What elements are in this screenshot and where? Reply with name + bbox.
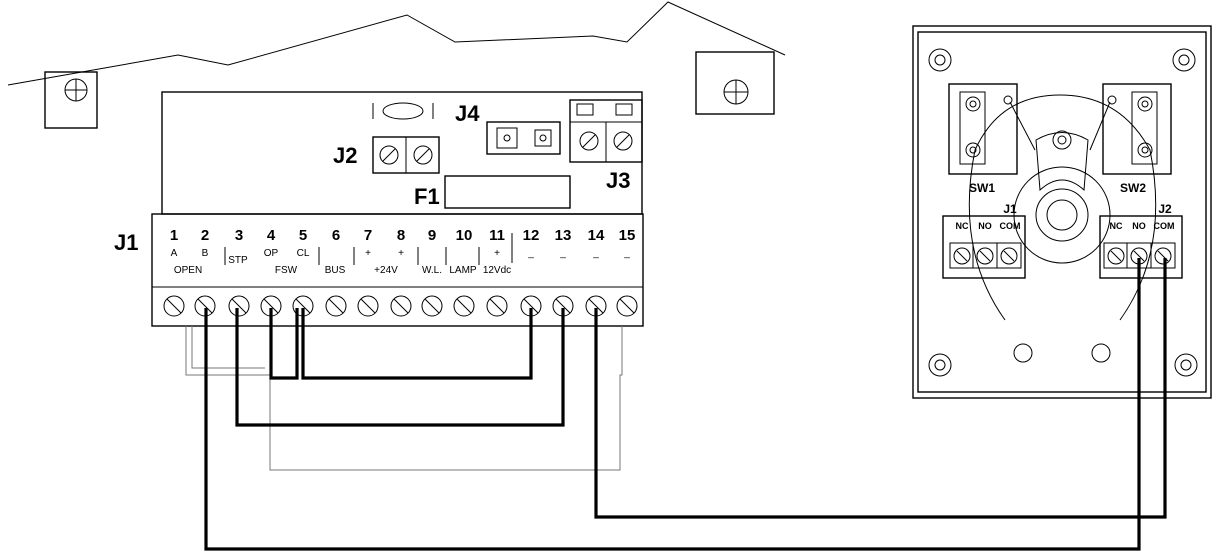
terminal-screw-icon: [163, 295, 185, 317]
terminal-number: 4: [267, 227, 276, 244]
terminal-number: 14: [588, 227, 605, 244]
terminal-screw-icon: [486, 295, 508, 317]
group-label-12vdc: 12Vdc: [483, 265, 511, 276]
wire-3-to-13: [235, 308, 565, 427]
terminal-sublabel: _: [559, 248, 566, 259]
j1-pin-com: COM: [1000, 221, 1021, 231]
j1-label: J1: [114, 230, 138, 255]
screw-icon: [1107, 247, 1125, 265]
terminal-number: 15: [619, 227, 636, 244]
terminal-sublabel: +: [494, 248, 500, 259]
terminal-labels: 1A 2B 3 4OP 5CL 6 7 +8 +9 10 11 +12 _ 13 _ 14 _ 15 _: [170, 227, 636, 259]
terminal-number: 10: [456, 227, 473, 244]
screw-icon: [379, 145, 399, 165]
sw1-label: SW1: [969, 181, 995, 195]
terminal-sublabel: CL: [297, 248, 310, 259]
screw-icon: [413, 145, 433, 165]
switch-box: [912, 25, 1212, 399]
group-label-open: OPEN: [174, 265, 202, 276]
terminal-screw-icon: [453, 295, 475, 317]
terminal-number: 13: [555, 227, 572, 244]
terminal-number: 3: [235, 227, 243, 244]
terminal-screw-icon: [390, 295, 412, 317]
j2-pin-nc: NC: [1110, 221, 1123, 231]
switch-j1-terminal: [942, 215, 1026, 279]
terminal-screws: [163, 295, 638, 317]
terminal-number: 2: [201, 227, 209, 244]
wire-4-to-5: [269, 308, 299, 380]
screw-icon: [613, 131, 633, 151]
terminal-number: 6: [332, 227, 340, 244]
terminal-number: 11: [489, 227, 505, 244]
terminal-strip: [151, 213, 644, 327]
j2-fuse-icon: [372, 102, 434, 120]
screw-icon: [953, 247, 971, 265]
terminal-sublabel: _: [527, 248, 534, 259]
group-label-fsw: FSW: [275, 265, 298, 276]
terminal-number: 5: [299, 227, 307, 244]
group-label-lamp: LAMP: [449, 265, 477, 276]
f1-label: F1: [414, 184, 440, 209]
wires: [204, 258, 1167, 551]
group-label-wl: W.L.: [422, 265, 442, 276]
j1-pin-nc: NC: [956, 221, 969, 231]
group-label-stp: STP: [228, 255, 248, 266]
wire-2-to-switch-no: [204, 258, 1141, 551]
terminal-number: 12: [523, 227, 540, 244]
terminal-sublabel: OP: [264, 248, 279, 259]
terminal-number: 9: [428, 227, 436, 244]
terminal-screw-icon: [421, 295, 443, 317]
j2-label: J2: [333, 143, 357, 168]
terminal-sublabel: B: [202, 248, 209, 259]
switch-j1-label: J1: [1003, 202, 1017, 216]
terminal-number: 8: [397, 227, 405, 244]
j1-pin-no: NO: [978, 221, 992, 231]
terminal-number: 7: [364, 227, 372, 244]
housing-outline: [7, 1, 786, 129]
group-separators: [224, 233, 513, 265]
terminal-screw-icon: [616, 295, 638, 317]
wire-14-to-switch-com: [594, 258, 1167, 519]
sw2-label: SW2: [1120, 181, 1146, 195]
sw1-micro-switch: [948, 83, 1036, 175]
sw2-micro-switch: [1089, 83, 1172, 175]
terminal-screw-icon: [325, 295, 347, 317]
j3-label: J3: [606, 168, 630, 193]
screw-icon: [579, 131, 599, 151]
terminal-screw-icon: [357, 295, 379, 317]
wire-5-to-12: [301, 308, 533, 380]
j2-pin-com: COM: [1154, 221, 1175, 231]
terminal-sublabel: +: [398, 248, 404, 259]
terminal-sublabel: A: [171, 248, 178, 259]
screw-icon: [1000, 247, 1018, 265]
screw-icon: [723, 79, 749, 105]
j4-connector: [486, 121, 561, 155]
terminal-screw-icon: [228, 295, 250, 317]
cable-outline: [185, 326, 623, 471]
f1-fuse: [444, 175, 571, 209]
terminal-sublabel: _: [592, 248, 599, 259]
terminal-sublabel: +: [365, 248, 371, 259]
j2-pin-no: NO: [1132, 221, 1146, 231]
screw-icon: [64, 78, 88, 102]
switch-j2-label: J2: [1158, 202, 1172, 216]
j4-label: J4: [455, 101, 480, 126]
screw-icon: [976, 247, 994, 265]
group-label-bus: BUS: [325, 265, 346, 276]
switch-j2-terminal: [1099, 215, 1183, 279]
group-label-24v: +24V: [374, 265, 398, 276]
screw-icon: [1154, 247, 1172, 265]
terminal-sublabel: _: [623, 248, 630, 259]
terminal-number: 1: [170, 227, 178, 244]
